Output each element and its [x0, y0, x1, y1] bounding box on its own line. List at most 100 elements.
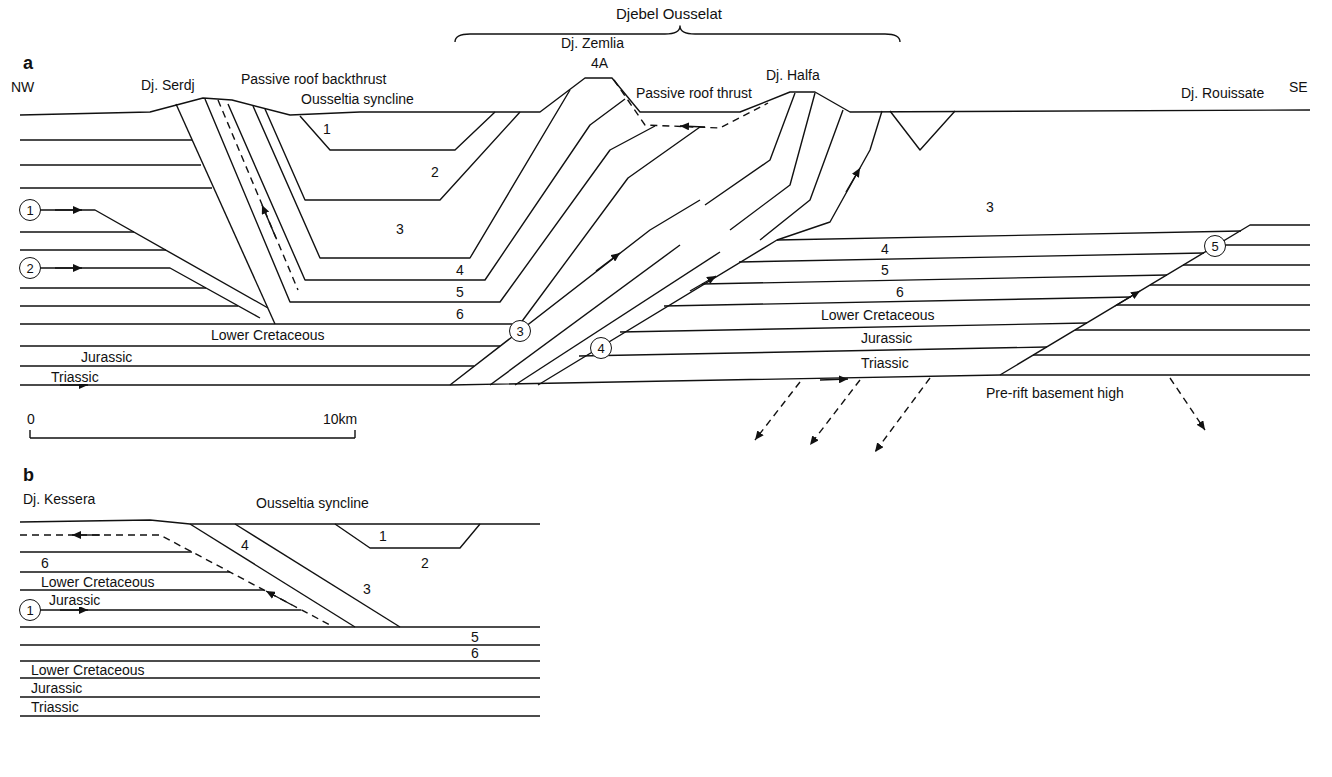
unit-number: 4	[880, 242, 890, 256]
brace	[455, 26, 900, 42]
formation-name: Jurassic	[80, 350, 133, 364]
unit-number: 5	[880, 263, 890, 277]
stratum-contact	[1117, 304, 1310, 305]
stratum-contact	[1150, 284, 1310, 285]
stratum-contact	[777, 231, 1241, 240]
unit-number: 5	[470, 630, 480, 644]
stratum-contact	[20, 644, 540, 645]
structure-name: Ousseltia syncline	[300, 92, 415, 106]
formation-name: Jurassic	[48, 593, 101, 607]
scale-bar	[30, 430, 355, 438]
scale-label: 0	[26, 412, 36, 426]
stratum-contact	[20, 305, 238, 306]
thrust-fault	[40, 268, 260, 318]
slip-arrow	[680, 126, 705, 127]
stratum-contact	[20, 551, 192, 552]
unit-number: 1	[322, 122, 332, 136]
stratum-contact	[20, 187, 212, 188]
formation-name: Lower Cretaceous	[40, 575, 156, 589]
stratum-contact	[20, 696, 540, 697]
stratum-contact	[1075, 329, 1310, 330]
stratum-contact	[20, 715, 540, 716]
backthrust	[20, 535, 330, 625]
slip-arrow	[72, 534, 100, 535]
slip-arrow	[596, 253, 620, 271]
normal-fault	[1170, 378, 1205, 430]
callout-number: 4	[597, 342, 604, 355]
place-name: Dj. Serdj	[140, 78, 196, 92]
unit-number: 3	[985, 200, 995, 214]
unit-number: 5	[455, 285, 465, 299]
unit-number: 3	[395, 222, 405, 236]
formation-name: Lower Cretaceous	[820, 308, 936, 322]
place-name: Dj. Zemlia	[560, 36, 625, 50]
slip-arrow	[1115, 291, 1140, 306]
stratum-contact	[490, 245, 680, 385]
direction-label: SE	[1288, 80, 1309, 94]
normal-fault	[875, 378, 930, 452]
stratum-contact	[20, 287, 206, 288]
backthrust	[218, 100, 298, 290]
fault-label: Passive roof thrust	[635, 86, 753, 100]
scale-label: 10km	[322, 412, 358, 426]
stratum-contact	[190, 524, 355, 627]
stratum-contact	[20, 677, 540, 678]
thrust-fault	[40, 609, 301, 610]
unit-number: 6	[455, 307, 465, 321]
slip-arrow	[262, 205, 276, 238]
unit-number: 3	[362, 582, 372, 596]
slip-arrow	[690, 276, 716, 291]
callout-circle: 2	[19, 257, 41, 279]
unit-number: 4	[455, 263, 465, 277]
stratum-contact	[265, 109, 520, 200]
stratum-contact	[235, 524, 400, 627]
unit-number: 6	[470, 646, 480, 660]
stratum-contact	[228, 99, 625, 280]
unit-number: 6	[40, 556, 50, 570]
slip-arrow	[60, 609, 88, 610]
callout-circle: 4	[590, 337, 612, 359]
thrust-fault	[1000, 225, 1310, 375]
stratum-contact	[20, 345, 500, 346]
stratum-contact	[760, 110, 843, 240]
slip-arrow	[846, 168, 860, 192]
callout-number: 5	[1211, 240, 1218, 253]
stratum-contact	[20, 589, 264, 590]
stratum-contact	[730, 93, 815, 230]
topography	[20, 520, 540, 524]
stratum-contact	[253, 90, 570, 258]
callout-number: 1	[26, 604, 33, 617]
structure-name: Ousseltia syncline	[255, 496, 370, 510]
unit-number: 6	[895, 285, 905, 299]
stratum-contact	[300, 112, 495, 150]
slip-arrow	[266, 591, 292, 605]
stratum-contact	[205, 99, 655, 302]
unit-number: 4A	[590, 56, 609, 70]
callout-number: 2	[26, 262, 33, 275]
unit-number: 1	[378, 529, 388, 543]
panel-letter: a	[22, 54, 34, 72]
stratum-contact	[20, 660, 540, 661]
callout-number: 3	[516, 325, 523, 338]
callout-number: 1	[26, 204, 33, 217]
basement-label: Pre-rift basement high	[985, 386, 1125, 400]
formation-name: Triassic	[30, 700, 80, 714]
formation-name: Jurassic	[860, 331, 913, 345]
stratum-contact	[620, 323, 1087, 332]
slip-arrow	[55, 267, 82, 268]
stratum-contact	[20, 127, 700, 324]
place-name: Dj. Rouissate	[1180, 86, 1265, 100]
topography	[20, 78, 1310, 115]
callout-circle: 1	[19, 599, 41, 621]
stratum-contact	[20, 249, 166, 250]
direction-label: NW	[10, 80, 35, 94]
stratum-contact	[335, 524, 480, 548]
stratum-contact	[579, 347, 1047, 356]
stratum-contact	[176, 104, 275, 324]
formation-name: Jurassic	[30, 681, 83, 695]
formation-name: Triassic	[50, 370, 100, 384]
stratum-contact	[20, 571, 230, 572]
normal-fault	[810, 380, 860, 445]
